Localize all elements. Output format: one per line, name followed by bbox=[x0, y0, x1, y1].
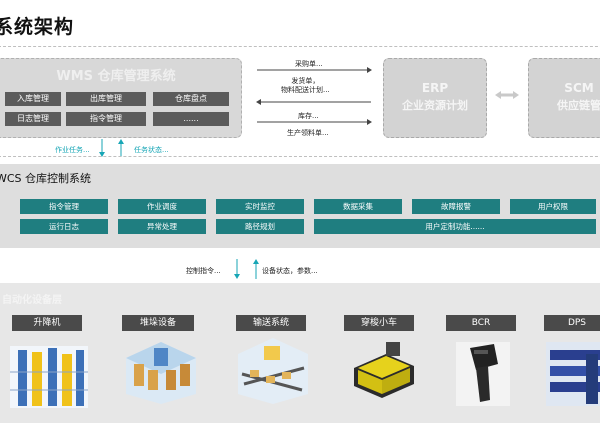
divider bbox=[0, 46, 600, 47]
erp-name: ERP bbox=[421, 81, 449, 95]
device-label[interactable]: DPS bbox=[544, 315, 600, 331]
wms-module[interactable]: ...... bbox=[153, 112, 229, 126]
device-label[interactable]: 输送系统 bbox=[236, 315, 306, 331]
divider bbox=[0, 156, 600, 157]
device-layer-title: 自动化设备层 bbox=[2, 295, 62, 306]
device-label[interactable]: BCR bbox=[446, 315, 516, 331]
link-label: 控制指令... bbox=[186, 267, 221, 275]
flow-label: 采购单... bbox=[295, 60, 323, 68]
wcs-module[interactable]: 路径规划 bbox=[216, 219, 304, 234]
flow-label: 发货单， 物料配送计划... bbox=[281, 77, 330, 94]
device-label[interactable]: 堆垛设备 bbox=[122, 315, 194, 331]
up-arrow-icon bbox=[118, 139, 124, 157]
lift-icon bbox=[10, 346, 88, 408]
down-arrow-icon bbox=[99, 139, 105, 157]
dps-icon bbox=[546, 342, 600, 406]
flow-label: 生产领料单... bbox=[287, 129, 329, 137]
scm-subtitle: 供应链管 bbox=[557, 99, 600, 112]
scm-panel[interactable]: SCM 供应链管 bbox=[528, 58, 600, 138]
wcs-title: WCS 仓库控制系统 bbox=[0, 172, 92, 185]
scm-name: SCM bbox=[564, 81, 594, 95]
wms-module[interactable]: 入库管理 bbox=[5, 92, 61, 106]
wcs-module[interactable]: 异常处理 bbox=[118, 219, 206, 234]
wcs-module[interactable]: 指令管理 bbox=[20, 199, 108, 214]
page-title: 系统架构 bbox=[0, 16, 75, 38]
left-arrow-icon bbox=[256, 99, 371, 105]
wcs-module[interactable]: 实时监控 bbox=[216, 199, 304, 214]
barcode-scanner-icon bbox=[456, 342, 510, 406]
wms-module[interactable]: 日志管理 bbox=[5, 112, 61, 126]
up-arrow-icon bbox=[253, 259, 259, 279]
wcs-module[interactable]: 用户权限 bbox=[510, 199, 596, 214]
device-label[interactable]: 升降机 bbox=[12, 315, 82, 331]
down-arrow-icon bbox=[234, 259, 240, 279]
wcs-module[interactable]: 作业调度 bbox=[118, 199, 206, 214]
wcs-module[interactable]: 数据采集 bbox=[314, 199, 402, 214]
shuttle-car-icon bbox=[354, 342, 414, 398]
flow-label: 库存... bbox=[298, 112, 319, 120]
erp-panel[interactable]: ERP 企业资源计划 bbox=[383, 58, 487, 138]
wms-module[interactable]: 仓库盘点 bbox=[153, 92, 229, 106]
device-label[interactable]: 穿梭小车 bbox=[344, 315, 414, 331]
wms-module[interactable]: 出库管理 bbox=[66, 92, 146, 106]
conveyor-icon bbox=[238, 338, 308, 404]
wcs-module[interactable]: 运行日志 bbox=[20, 219, 108, 234]
wms-title: WMS 仓库管理系统 bbox=[56, 69, 176, 84]
right-arrow-icon bbox=[257, 67, 372, 73]
stacker-icon bbox=[126, 342, 196, 404]
erp-subtitle: 企业资源计划 bbox=[402, 99, 468, 112]
double-arrow-icon bbox=[495, 91, 519, 99]
wcs-module[interactable]: 用户定制功能...... bbox=[314, 219, 596, 234]
link-label: 任务状态... bbox=[134, 146, 169, 154]
wcs-module[interactable]: 故障报警 bbox=[412, 199, 500, 214]
link-label: 设备状态，参数... bbox=[262, 267, 318, 275]
right-arrow-icon bbox=[257, 119, 372, 125]
wms-module[interactable]: 指令管理 bbox=[66, 112, 146, 126]
link-label: 作业任务... bbox=[55, 146, 90, 154]
